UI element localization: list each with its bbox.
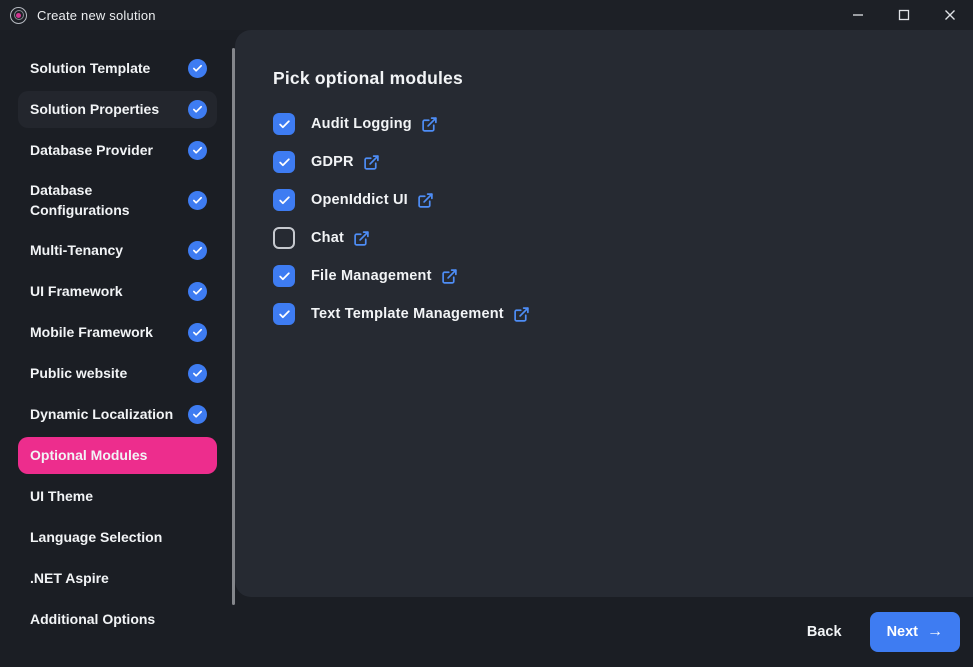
checkmark-icon: [278, 157, 290, 166]
module-row-text-template-management: Text Template Management: [273, 303, 935, 325]
window-title: Create new solution: [37, 7, 156, 23]
step-complete-check-icon: [188, 190, 207, 210]
sidebar-item-label: UI Theme: [30, 487, 94, 504]
sidebar-item-ui-framework[interactable]: UI Framework: [18, 273, 217, 310]
module-checkbox-openiddict-ui[interactable]: [273, 189, 295, 211]
sidebar-item-label: Mobile Framework: [30, 323, 153, 340]
sidebar-item-label: Language Selection: [30, 528, 163, 545]
maximize-button[interactable]: [881, 0, 927, 30]
module-row-audit-logging: Audit Logging: [273, 113, 935, 135]
close-icon: [945, 10, 955, 20]
module-row-chat: Chat: [273, 227, 935, 249]
optional-modules-panel: Pick optional modules Audit Logging GDPR…: [235, 30, 973, 597]
wizard-steps-sidebar: Solution Template Solution Properties Da…: [0, 30, 235, 667]
step-complete-check-icon: [188, 100, 207, 119]
sidebar-item-label: Additional Options: [30, 610, 156, 627]
logo-ring: [13, 10, 24, 20]
module-row-gdpr: GDPR: [273, 151, 935, 173]
module-label: Chat: [311, 230, 345, 246]
external-link-icon[interactable]: [417, 192, 434, 209]
module-label: Text Template Management: [311, 306, 504, 322]
checkmark-icon: [278, 271, 290, 280]
external-link-icon[interactable]: [441, 268, 458, 285]
module-checkbox-chat[interactable]: [273, 227, 295, 249]
module-list: Audit Logging GDPR OpenIddict UI Chat: [273, 113, 935, 325]
wizard-footer: Back Next →: [235, 597, 973, 667]
external-link-icon[interactable]: [513, 306, 530, 323]
module-label: Audit Logging: [311, 116, 412, 132]
sidebar-item-label: Multi-Tenancy: [30, 241, 124, 258]
minimize-button[interactable]: [835, 0, 881, 30]
sidebar-item-language-selection[interactable]: Language Selection: [18, 519, 217, 556]
module-row-openiddict-ui: OpenIddict UI: [273, 189, 935, 211]
module-checkbox-audit-logging[interactable]: [273, 113, 295, 135]
sidebar-item-solution-template[interactable]: Solution Template: [18, 50, 217, 87]
sidebar-item-label: UI Framework: [30, 282, 123, 299]
module-row-file-management: File Management: [273, 265, 935, 287]
sidebar-item-ui-theme[interactable]: UI Theme: [18, 478, 217, 515]
module-label: File Management: [311, 268, 432, 284]
logo-dot: [16, 12, 21, 18]
sidebar-item-mobile-framework[interactable]: Mobile Framework: [18, 314, 217, 351]
sidebar-item-label: Public website: [30, 364, 128, 381]
titlebar: Create new solution: [0, 0, 973, 30]
sidebar-item-additional-options[interactable]: Additional Options: [18, 601, 217, 638]
next-button-label: Next: [886, 624, 918, 640]
wizard-steps-list: Solution Template Solution Properties Da…: [18, 50, 217, 638]
checkmark-icon: [278, 119, 290, 128]
external-link-icon[interactable]: [363, 154, 380, 171]
sidebar-item-label: Solution Properties: [30, 101, 160, 118]
step-complete-check-icon: [188, 59, 207, 78]
sidebar-item-label: Database Provider: [30, 142, 153, 159]
module-label: OpenIddict UI: [311, 192, 408, 208]
content-column: Pick optional modules Audit Logging GDPR…: [235, 30, 973, 667]
vertical-scrollbar[interactable]: [232, 48, 235, 605]
sidebar-item-label: Database Configurations: [30, 182, 130, 219]
sidebar-item-label: Solution Template: [30, 60, 151, 77]
sidebar-item-optional-modules[interactable]: Optional Modules: [18, 436, 217, 474]
checkmark-icon: [278, 309, 290, 318]
page-title: Pick optional modules: [273, 68, 463, 88]
module-checkbox-gdpr[interactable]: [273, 151, 295, 173]
close-button[interactable]: [927, 0, 973, 30]
minimize-icon: [853, 14, 863, 16]
external-link-icon[interactable]: [353, 230, 370, 247]
step-complete-check-icon: [188, 363, 207, 383]
abp-studio-logo-icon: [10, 6, 27, 24]
sidebar-item-multi-tenancy[interactable]: Multi-Tenancy: [18, 232, 217, 269]
step-complete-check-icon: [188, 322, 207, 342]
sidebar-item-label: Dynamic Localization: [30, 405, 174, 422]
next-button[interactable]: Next →: [869, 612, 960, 652]
sidebar-item-label: .NET Aspire: [30, 569, 109, 586]
app-body: Solution Template Solution Properties Da…: [0, 30, 973, 667]
module-checkbox-text-template-management[interactable]: [273, 303, 295, 325]
arrow-right-icon: →: [927, 623, 943, 640]
window-controls: [835, 0, 973, 30]
sidebar-item-solution-properties[interactable]: Solution Properties: [18, 91, 217, 128]
module-checkbox-file-management[interactable]: [273, 265, 295, 287]
sidebar-item-net-aspire[interactable]: .NET Aspire: [18, 560, 217, 597]
back-button[interactable]: Back: [806, 624, 842, 640]
step-complete-check-icon: [188, 281, 207, 301]
step-complete-check-icon: [188, 240, 207, 260]
module-label: GDPR: [311, 154, 354, 170]
sidebar-item-database-provider[interactable]: Database Provider: [18, 132, 217, 169]
sidebar-item-label: Optional Modules: [30, 446, 148, 463]
sidebar-item-public-website[interactable]: Public website: [18, 355, 217, 392]
sidebar-item-database-configurations[interactable]: Database Configurations: [18, 173, 217, 228]
checkmark-icon: [278, 195, 290, 204]
sidebar-item-dynamic-localization[interactable]: Dynamic Localization: [18, 396, 217, 433]
maximize-icon: [898, 9, 910, 21]
step-complete-check-icon: [188, 404, 207, 424]
step-complete-check-icon: [188, 141, 207, 160]
external-link-icon[interactable]: [421, 116, 438, 133]
